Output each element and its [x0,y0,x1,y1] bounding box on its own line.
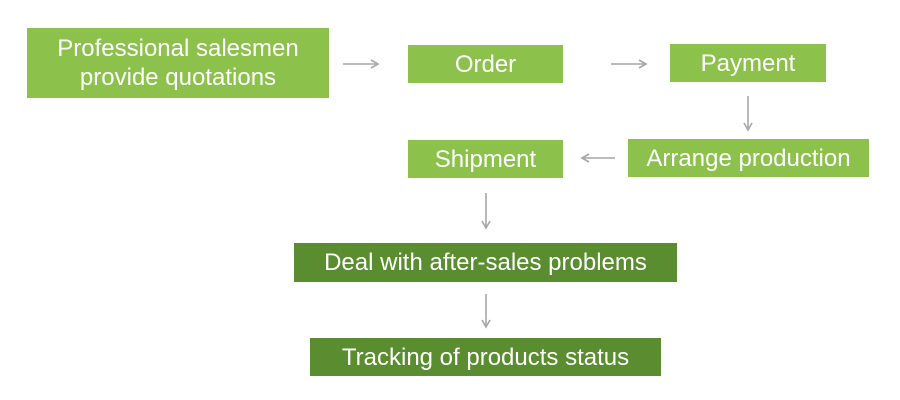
node-order: Order [408,45,563,83]
node-payment: Payment [670,44,826,82]
node-tracking: Tracking of products status [310,338,661,376]
node-quotations-line1: Professional salesmen [57,35,299,62]
node-quotations: Professional salesmen provide quotations [27,28,329,98]
node-after-sales: Deal with after-sales problems [294,243,677,282]
node-shipment: Shipment [408,140,563,178]
node-quotations-line2: provide quotations [79,64,277,91]
node-arrange-production: Arrange production [628,139,869,177]
